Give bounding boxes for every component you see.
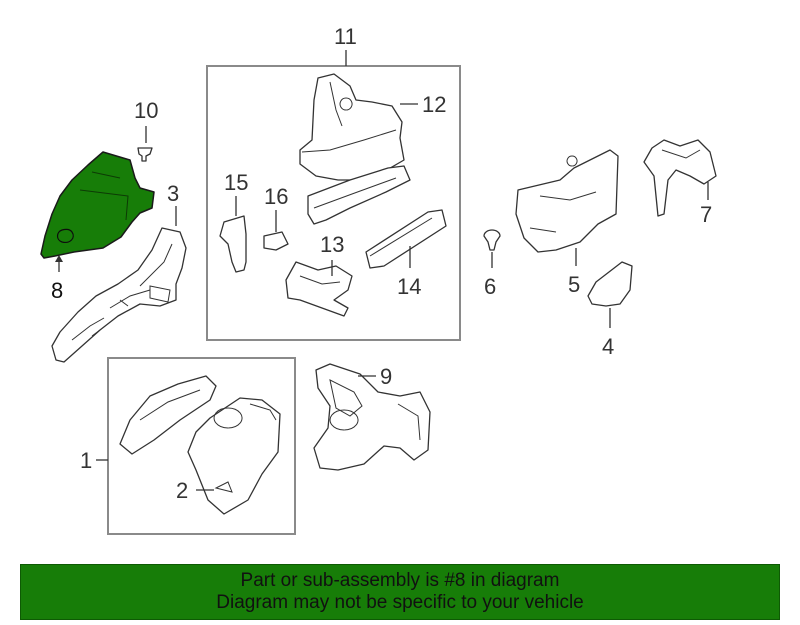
callout-1[interactable]: 1 — [80, 448, 92, 473]
part-1-rail[interactable] — [119, 375, 217, 455]
callout-2[interactable]: 2 — [176, 478, 188, 503]
callout-8[interactable]: 8 — [51, 278, 63, 303]
callout-16[interactable]: 16 — [264, 184, 288, 209]
part-7-bracket[interactable] — [643, 139, 717, 217]
arrow-8 — [55, 255, 63, 262]
part-12-apron-rail[interactable] — [299, 73, 405, 181]
part-3-rail[interactable] — [51, 227, 187, 363]
banner-line-1: Part or sub-assembly is #8 in diagram — [240, 570, 560, 591]
part-11-inner-rail[interactable] — [307, 165, 411, 225]
parts-diagram: 8 10 3 11 12 15 16 13 — [40, 24, 717, 535]
part-6-clip[interactable] — [483, 229, 501, 251]
group-box-1 — [107, 357, 296, 535]
part-13-bracket[interactable] — [285, 261, 353, 317]
banner-line-2: Diagram may not be specific to your vehi… — [216, 592, 584, 613]
callout-11[interactable]: 11 — [334, 24, 357, 49]
part-2-wheelhouse[interactable] — [187, 397, 281, 515]
part-10-clip[interactable] — [137, 147, 153, 162]
callout-5[interactable]: 5 — [568, 272, 580, 297]
group-box-11 — [206, 65, 461, 341]
part-8-highlighted[interactable] — [40, 151, 155, 259]
callout-9[interactable]: 9 — [380, 364, 392, 389]
part-5-apron[interactable] — [515, 149, 619, 253]
callout-15[interactable]: 15 — [224, 170, 248, 195]
callout-10[interactable]: 10 — [134, 98, 158, 123]
callout-14[interactable]: 14 — [397, 274, 421, 299]
part-16-plate[interactable] — [263, 231, 289, 251]
callout-12[interactable]: 12 — [422, 92, 446, 117]
callout-13[interactable]: 13 — [320, 232, 344, 257]
callout-3[interactable]: 3 — [167, 181, 179, 206]
part-14-reinforcement[interactable] — [365, 209, 447, 269]
callout-6[interactable]: 6 — [484, 274, 496, 299]
callout-7[interactable]: 7 — [700, 202, 712, 227]
info-banner: Part or sub-assembly is #8 in diagram Di… — [20, 564, 780, 620]
part-15-bracket[interactable] — [219, 215, 247, 273]
part-4-panel[interactable] — [587, 261, 633, 307]
callout-4[interactable]: 4 — [602, 334, 614, 359]
part-9-strut-tower[interactable] — [313, 363, 431, 471]
